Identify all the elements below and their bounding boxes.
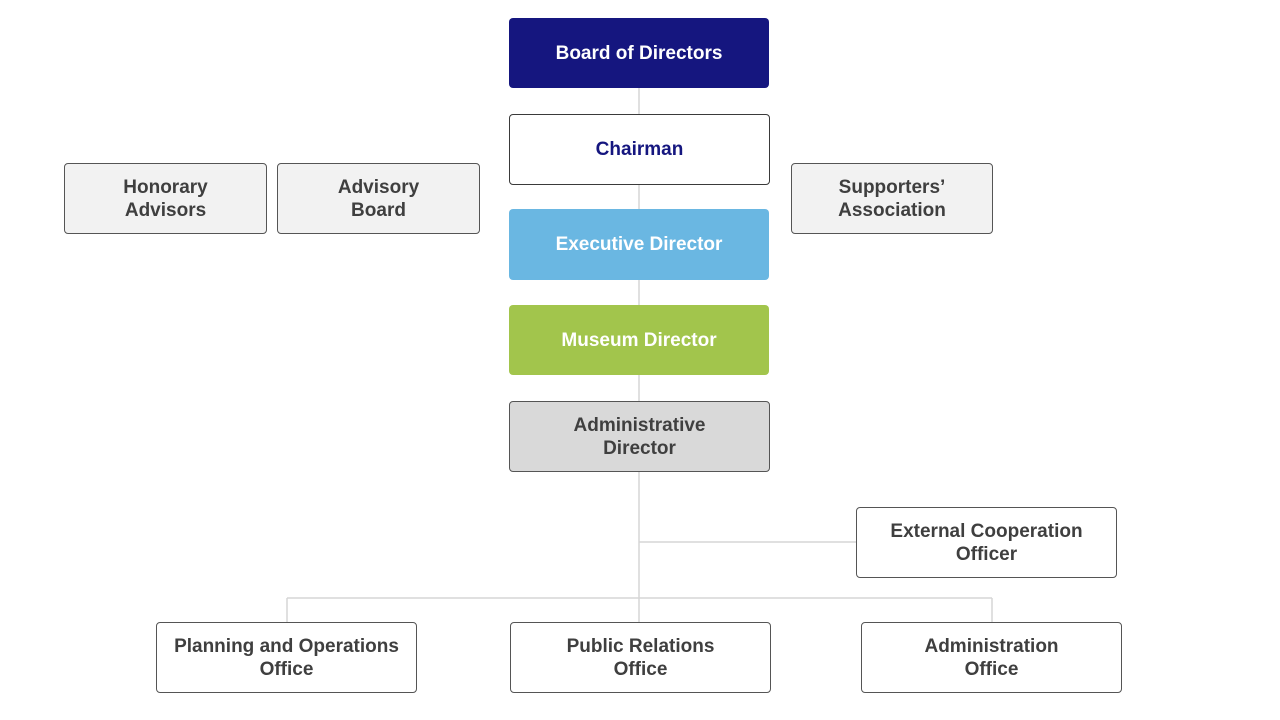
administration-office-label-line2: Office <box>964 658 1019 680</box>
planning-operations-office-box: Planning and Operations Office <box>156 622 417 693</box>
administrative-director-box: Administrative Director <box>509 401 770 472</box>
administrative-director-label-line2: Director <box>603 437 676 459</box>
advisory-board-label-line1: Advisory <box>337 176 420 198</box>
planning-operations-office-label-line1: Planning and Operations <box>174 635 399 657</box>
museum-director-box: Museum Director <box>509 305 769 375</box>
board-of-directors-box: Board of Directors <box>509 18 769 88</box>
honorary-advisors-box: Honorary Advisors <box>64 163 267 234</box>
supporters-association-label-line1: Supporters’ <box>838 176 946 198</box>
honorary-advisors-label-line1: Honorary <box>123 176 208 198</box>
public-relations-office-label-line2: Office <box>613 658 668 680</box>
executive-director-label: Executive Director <box>555 234 723 255</box>
supporters-association-label-line2: Association <box>838 199 946 221</box>
administration-office-label-line1: Administration <box>924 635 1059 657</box>
supporters-association-box: Supporters’ Association <box>791 163 993 234</box>
chairman-box: Chairman <box>509 114 770 185</box>
external-cooperation-officer-label-line2: Officer <box>955 543 1018 565</box>
external-cooperation-officer-label-line1: External Cooperation <box>890 520 1083 542</box>
honorary-advisors-label-line2: Advisors <box>124 199 207 221</box>
museum-director-label: Museum Director <box>561 329 717 351</box>
advisory-board-box: Advisory Board <box>277 163 480 234</box>
board-of-directors-label: Board of Directors <box>555 42 723 64</box>
administration-office-box: Administration Office <box>861 622 1122 693</box>
public-relations-office-label-line1: Public Relations <box>566 635 715 657</box>
planning-operations-office-label-line2: Office <box>259 658 314 680</box>
advisory-board-label-line2: Board <box>351 199 406 221</box>
executive-director-box: Executive Director <box>509 209 769 280</box>
external-cooperation-officer-box: External Cooperation Officer <box>856 507 1117 578</box>
chairman-label: Chairman <box>595 139 684 160</box>
public-relations-office-box: Public Relations Office <box>510 622 771 693</box>
administrative-director-label-line1: Administrative <box>573 414 706 436</box>
